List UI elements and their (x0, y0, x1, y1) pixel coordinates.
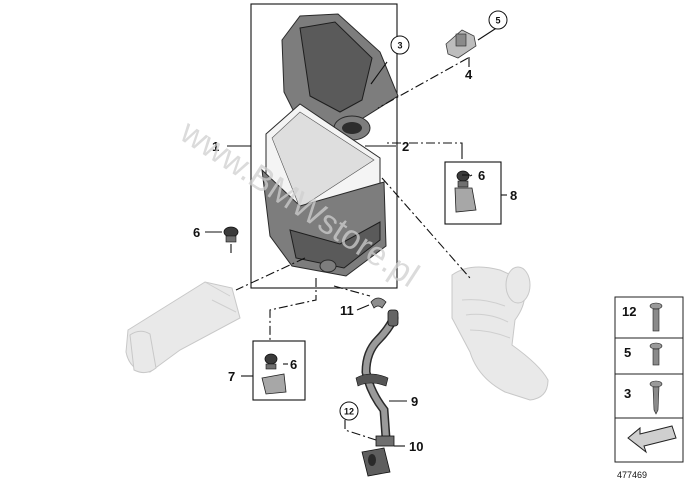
callout-6-lower: 6 (290, 357, 297, 372)
screw-icon (649, 380, 663, 415)
screw-icon (649, 302, 663, 332)
callout-5-circle (488, 10, 508, 30)
callout-2: 2 (402, 139, 409, 154)
callout-11: 11 (340, 303, 354, 318)
callout-4: 4 (465, 67, 473, 82)
diagram-reference: 477469 (617, 470, 647, 480)
legend-label-1: 12 (622, 304, 636, 319)
rubber-mount-bracket (454, 170, 477, 213)
callout-6-bracket: 6 (478, 168, 485, 183)
legend-label-2: 5 (624, 345, 631, 360)
callout-10: 10 (409, 439, 423, 454)
filter-housing-lid (281, 13, 399, 141)
rubber-grommet (223, 226, 239, 243)
leader-lines (205, 26, 507, 447)
callout-5: 5 (495, 16, 500, 26)
intake-boot-ghost (451, 266, 549, 401)
direction-arrow-icon (627, 425, 677, 454)
hose-clamp (370, 297, 387, 309)
callout-3-circle (390, 35, 410, 55)
breather-hose (355, 309, 399, 443)
intake-duct-ghost (125, 281, 241, 374)
legend-panel: 12 5 3 (614, 296, 684, 463)
air-mass-sensor (445, 29, 477, 59)
callout-12-circle (339, 401, 359, 421)
callout-12: 12 (344, 407, 354, 417)
legend-label-3: 3 (624, 386, 631, 401)
callout-1: 1 (212, 139, 219, 154)
callout-8: 8 (510, 188, 517, 203)
assembly-lines (230, 57, 471, 441)
callout-7: 7 (228, 369, 235, 384)
bolt-icon (649, 342, 663, 366)
rubber-mount-lower (261, 353, 287, 395)
filter-housing-lower (261, 168, 387, 277)
bracket-box (444, 161, 502, 225)
callout-9: 9 (411, 394, 418, 409)
bracket-box-lower (252, 340, 306, 401)
hose-connector (361, 435, 395, 477)
callout-3: 3 (397, 41, 402, 51)
callout-6-grommet: 6 (193, 225, 200, 240)
